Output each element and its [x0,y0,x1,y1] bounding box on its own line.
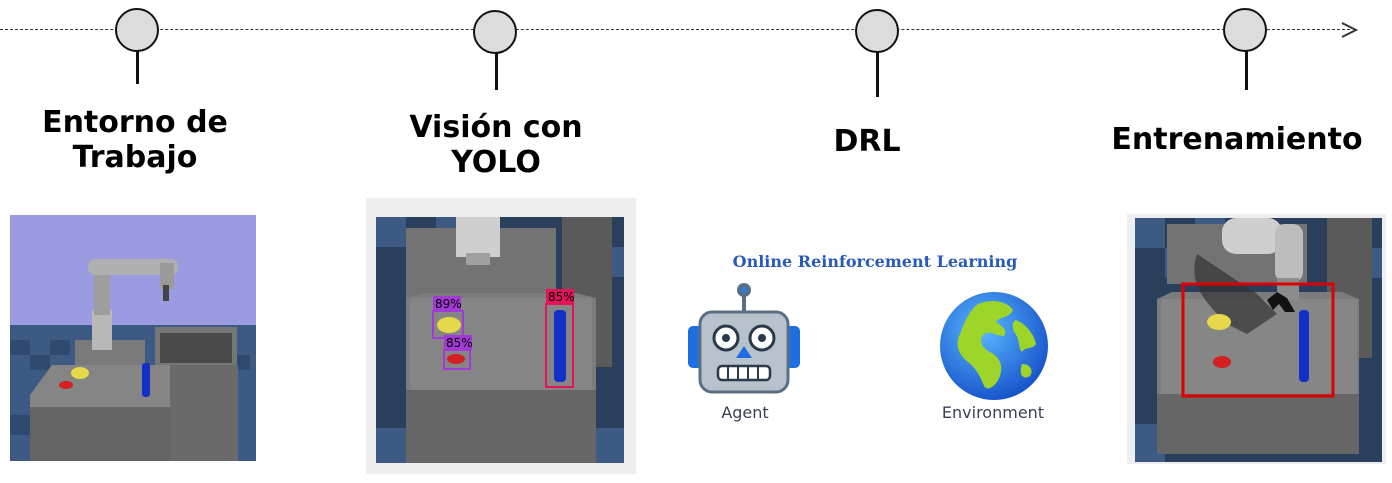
workspace-render-image [10,215,256,461]
detection-label-bar: 85% [548,290,575,304]
drl-title: Online Reinforcement Learning [732,252,1018,271]
timeline-node-4 [1223,8,1267,52]
detection-label-gear: 89% [435,297,462,311]
timeline-stem-2 [495,52,498,90]
stage-label-vision: Visión con YOLO [409,110,583,180]
robot-icon [688,283,800,394]
stage-label-entorno: Entorno de Trabajo [42,105,228,175]
timeline-stem-3 [876,51,879,97]
training-render-image [1127,214,1386,464]
training-focus-box [1181,282,1335,398]
stage-label-entrenamiento: Entrenamiento [1111,122,1363,157]
timeline-node-2 [473,10,517,54]
timeline-stem-4 [1245,50,1248,90]
timeline-arrowhead-icon [1341,22,1359,38]
agent-label: Agent [721,403,769,422]
stage-label-drl: DRL [833,124,901,159]
yolo-detection-image: 89% 85% 85% [366,198,636,474]
globe-icon [940,292,1048,400]
timeline-stem-1 [136,50,139,84]
detection-label-ring: 85% [446,336,473,350]
timeline-line [0,29,1350,30]
timeline-node-1 [115,8,159,52]
environment-label: Environment [941,403,1045,422]
timeline-node-3 [855,9,899,53]
